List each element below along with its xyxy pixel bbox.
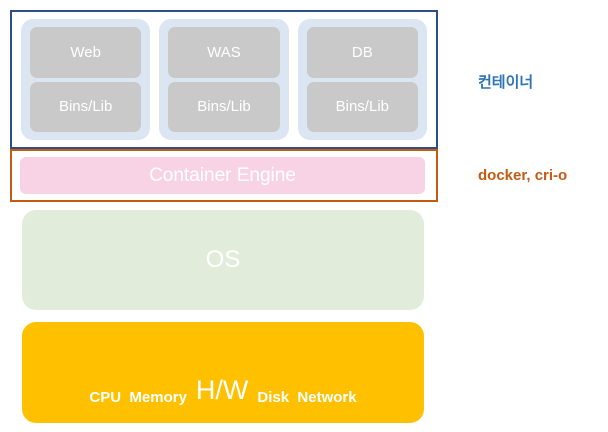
container-engine-layer: Container Engine <box>10 149 438 202</box>
os-layer-box: OS <box>22 210 424 310</box>
container-app-box-was: WAS <box>168 27 280 78</box>
container-lib-box-db: Bins/Lib <box>306 81 418 132</box>
container-card-row: Web Bins/Lib WAS Bins/Lib DB Bins/Lib <box>12 12 436 147</box>
container-card-web: Web Bins/Lib <box>21 19 151 140</box>
container-app-box-web: Web <box>30 27 142 78</box>
container-lib-box-web: Bins/Lib <box>30 81 142 132</box>
container-app-box-db: DB <box>306 27 418 78</box>
hardware-left-label: CPU Memory <box>89 389 187 406</box>
container-card-was: WAS Bins/Lib <box>159 19 289 140</box>
container-engine-box: Container Engine <box>20 157 425 194</box>
container-card-db: DB Bins/Lib <box>297 19 427 140</box>
container-lib-box-was: Bins/Lib <box>168 81 280 132</box>
container-layer: Web Bins/Lib WAS Bins/Lib DB Bins/Lib <box>10 10 438 149</box>
hardware-label-row: CPU Memory H/W Disk Network <box>22 322 424 423</box>
hardware-main-label: H/W <box>195 375 249 405</box>
hardware-right-label: Disk Network <box>257 389 357 406</box>
hardware-layer-box: CPU Memory H/W Disk Network <box>22 322 424 423</box>
annotation-container-label: 컨테이너 <box>478 74 534 91</box>
annotation-engine-label: docker, cri-o <box>478 167 568 184</box>
